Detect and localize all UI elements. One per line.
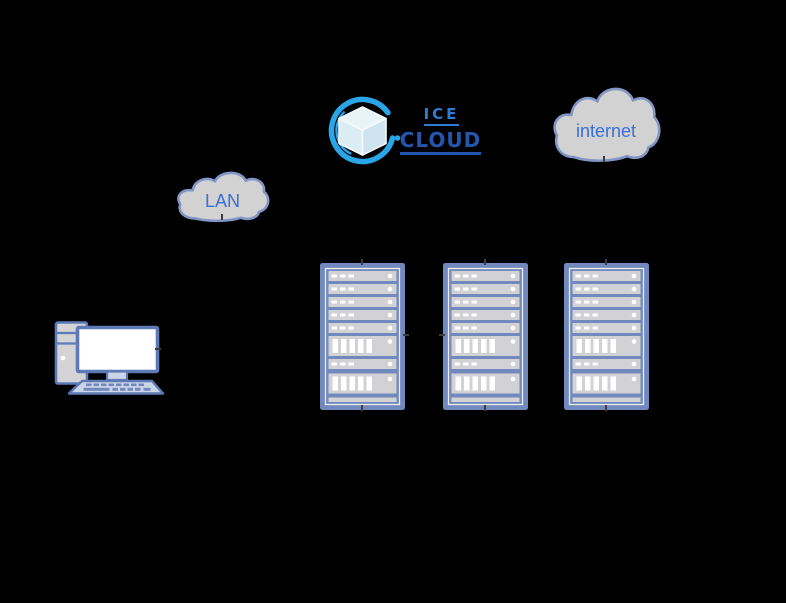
server-rack-icon (443, 263, 528, 410)
connector-anchor (484, 259, 486, 265)
internet-cloud-label: internet (575, 120, 637, 141)
connector-anchor (361, 405, 363, 411)
logo-wordmark: ICE CLOUD (399, 106, 482, 155)
lan-cloud-label: LAN (204, 191, 240, 211)
connector-anchor (484, 405, 486, 411)
server-rack-3 (564, 263, 649, 410)
connector-anchor (155, 348, 161, 350)
server-rack-1 (320, 263, 405, 410)
connector-anchor (361, 259, 363, 265)
server-rack-icon (320, 263, 405, 410)
connector-anchor (403, 334, 409, 336)
desktop-computer-icon (54, 321, 165, 395)
internet-cloud-node: internet (553, 83, 661, 162)
workstation-node (52, 317, 165, 396)
server-rack-icon (564, 263, 649, 410)
connector-anchor (603, 156, 605, 162)
connector-anchor (605, 259, 607, 265)
logo-text-cloud: CLOUD (399, 130, 482, 155)
monitor (75, 325, 160, 382)
connector-anchor (221, 214, 223, 220)
lan-cloud-node: LAN (177, 169, 270, 222)
connector-anchor (439, 334, 445, 336)
ice-cube-icon (338, 106, 387, 156)
keyboard (67, 379, 165, 395)
server-rack-2 (443, 263, 528, 410)
logo-text-ice: ICE (423, 107, 460, 126)
connector-anchor (605, 405, 607, 411)
